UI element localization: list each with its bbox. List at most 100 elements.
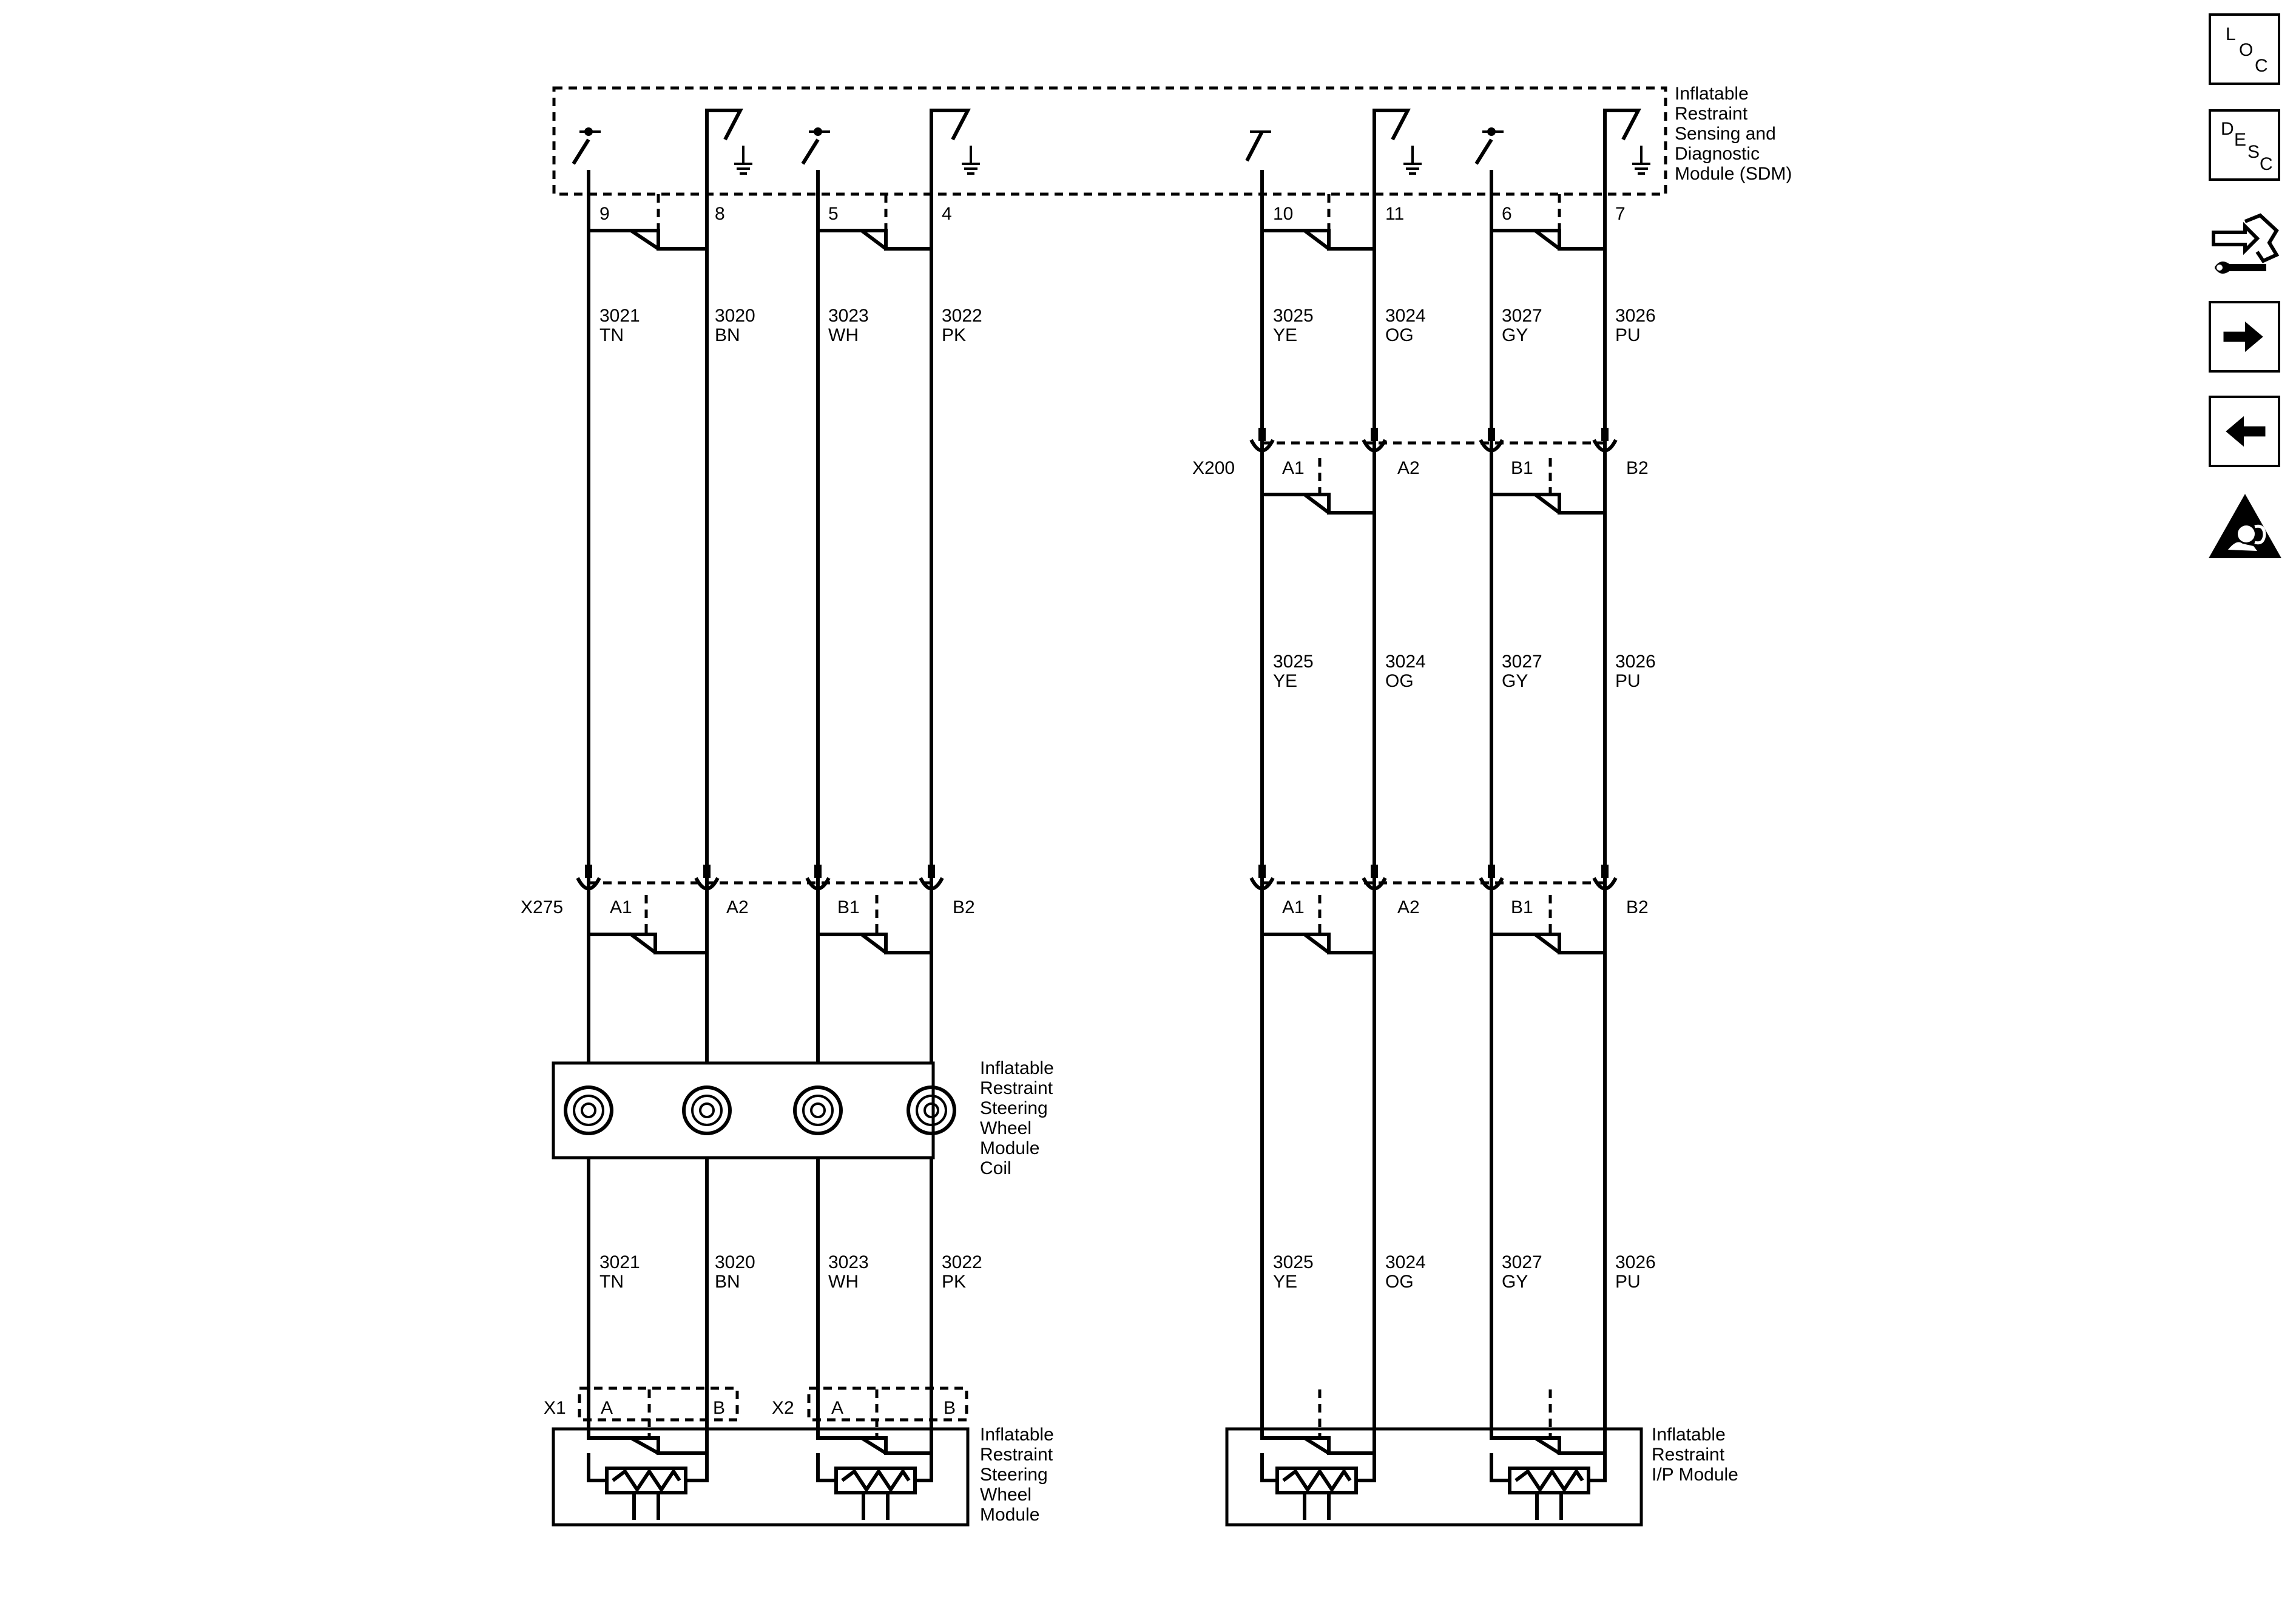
svg-text:A: A [831, 1398, 843, 1418]
desc-button[interactable]: D E S C [2209, 109, 2280, 181]
twisted-pairs-top [587, 194, 1605, 251]
svg-text:3022: 3022 [942, 306, 982, 326]
sdm-box [552, 86, 1667, 196]
svg-text:A2: A2 [1397, 458, 1420, 478]
connector-x275: X275 A1 A2 B1 B2 [521, 865, 975, 954]
svg-text:3025: 3025 [1273, 1252, 1314, 1272]
svg-text:X275: X275 [521, 897, 563, 917]
loc-button[interactable]: L O C [2209, 13, 2280, 85]
svg-text:BN: BN [715, 1272, 740, 1292]
svg-text:10: 10 [1273, 204, 1293, 224]
connector-wrench-icon [2212, 213, 2280, 274]
svg-text:B1: B1 [837, 897, 860, 917]
svg-text:3024: 3024 [1385, 1252, 1426, 1272]
desc-letter-s: S [2247, 142, 2260, 162]
svg-text:X1: X1 [544, 1398, 566, 1418]
svg-text:YE: YE [1273, 671, 1297, 691]
previous-page-button[interactable] [2209, 396, 2280, 467]
connector-x200: X200 A1 A2 B1 B2 [1192, 428, 1649, 515]
connector-right-lower: A1 A2 B1 B2 [1249, 865, 1649, 954]
svg-text:YE: YE [1273, 325, 1297, 345]
svg-text:WH: WH [828, 1272, 859, 1292]
svg-text:3026: 3026 [1615, 306, 1656, 326]
wires [587, 194, 1607, 1474]
next-page-button[interactable] [2209, 301, 2280, 373]
svg-text:3025: 3025 [1273, 652, 1314, 672]
svg-text:3021: 3021 [599, 1252, 640, 1272]
svg-text:3024: 3024 [1385, 652, 1426, 672]
sdm-pin-labels: 9 8 5 4 10 11 6 7 [599, 204, 1626, 224]
desc-letter-c: C [2260, 154, 2273, 174]
desc-letter-e: E [2234, 130, 2247, 150]
arrow-left-icon [2226, 416, 2266, 447]
connector-end-view-button[interactable] [2209, 209, 2280, 281]
svg-text:YE: YE [1273, 1272, 1297, 1292]
svg-text:GY: GY [1502, 325, 1528, 345]
loc-letter-l: L [2226, 24, 2236, 44]
svg-text:6: 6 [1502, 204, 1512, 224]
svg-text:3021: 3021 [599, 306, 640, 326]
svg-text:X200: X200 [1192, 458, 1235, 478]
sdm-internal [572, 109, 1650, 194]
svg-text:A1: A1 [1282, 458, 1305, 478]
svg-text:OG: OG [1385, 325, 1414, 345]
loc-letter-c: C [2255, 56, 2268, 76]
svg-text:3027: 3027 [1502, 652, 1542, 672]
svg-text:GY: GY [1502, 671, 1528, 691]
svg-text:3025: 3025 [1273, 306, 1314, 326]
coil-spiral [564, 1085, 956, 1135]
desc-letter-d: D [2221, 119, 2234, 139]
svg-text:PU: PU [1615, 671, 1641, 691]
svg-text:3027: 3027 [1502, 306, 1542, 326]
svg-text:B2: B2 [1626, 897, 1649, 917]
svg-text:B1: B1 [1511, 458, 1533, 478]
svg-text:OG: OG [1385, 1272, 1414, 1292]
svg-text:TN: TN [599, 1272, 624, 1292]
loc-letter-o: O [2239, 40, 2254, 60]
svg-text:A: A [601, 1398, 613, 1418]
svg-text:3022: 3022 [942, 1252, 982, 1272]
svg-text:B2: B2 [1626, 458, 1649, 478]
svg-text:11: 11 [1385, 204, 1404, 224]
svg-text:3024: 3024 [1385, 306, 1426, 326]
svg-text:A1: A1 [1282, 897, 1305, 917]
svg-text:9: 9 [599, 204, 610, 224]
svg-text:3020: 3020 [715, 306, 755, 326]
svg-text:4: 4 [942, 204, 952, 224]
svg-text:A2: A2 [726, 897, 749, 917]
airbag-warning-icon [2209, 494, 2281, 558]
svg-text:A1: A1 [610, 897, 632, 917]
svg-text:3020: 3020 [715, 1252, 755, 1272]
airbag-warning-button[interactable] [2206, 490, 2284, 562]
svg-text:GY: GY [1502, 1272, 1528, 1292]
arrow-right-icon [2223, 321, 2263, 353]
svg-text:PK: PK [942, 325, 966, 345]
svg-text:B1: B1 [1511, 897, 1533, 917]
svg-text:3023: 3023 [828, 306, 869, 326]
svg-text:WH: WH [828, 325, 859, 345]
svg-text:PU: PU [1615, 1272, 1641, 1292]
svg-text:OG: OG [1385, 671, 1414, 691]
svg-text:B2: B2 [953, 897, 975, 917]
svg-text:X2: X2 [772, 1398, 794, 1418]
svg-text:3026: 3026 [1615, 652, 1656, 672]
svg-text:3023: 3023 [828, 1252, 869, 1272]
svg-text:A2: A2 [1397, 897, 1420, 917]
svg-text:PU: PU [1615, 325, 1641, 345]
svg-text:PK: PK [942, 1272, 966, 1292]
svg-text:7: 7 [1615, 204, 1626, 224]
svg-text:5: 5 [828, 204, 839, 224]
svg-text:3026: 3026 [1615, 1252, 1656, 1272]
svg-text:B: B [944, 1398, 956, 1418]
